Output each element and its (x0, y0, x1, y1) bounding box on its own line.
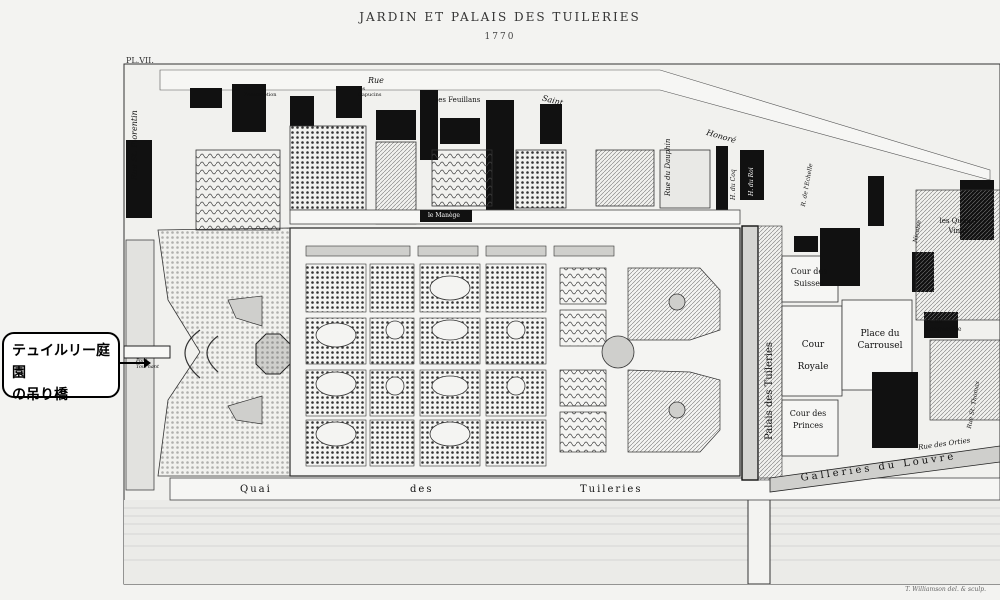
bosquet-ovals (315, 275, 526, 447)
galleries-du-louvre (769, 445, 1000, 493)
round-basins (601, 293, 686, 419)
convent-gardens (195, 125, 711, 231)
plate-number: PL.VII. (126, 56, 154, 65)
parterres (559, 267, 607, 453)
le-manege-building (420, 210, 472, 222)
bridge (747, 495, 771, 585)
palais-des-tuileries (741, 225, 759, 481)
callout-box: テュイルリー庭園 の吊り橋 (2, 332, 120, 403)
moat (125, 239, 155, 491)
quai-road (169, 477, 1000, 501)
river-seine (124, 500, 1000, 584)
top-basins (305, 245, 615, 257)
map-title: JARDIN ET PALAIS DES TUILERIES (359, 10, 641, 24)
engraver-signature: T. Williamson del. & sculp. (905, 586, 986, 593)
pont-tournant (123, 345, 171, 359)
callout-line-1: テュイルリー庭園 (12, 343, 110, 381)
callout-line-2: の吊り橋 (12, 387, 68, 403)
bosquets (305, 263, 547, 467)
callout-arrow-icon (120, 358, 151, 368)
map-year: 1770 (484, 32, 516, 42)
terrasse-des-feuillans (289, 209, 741, 225)
